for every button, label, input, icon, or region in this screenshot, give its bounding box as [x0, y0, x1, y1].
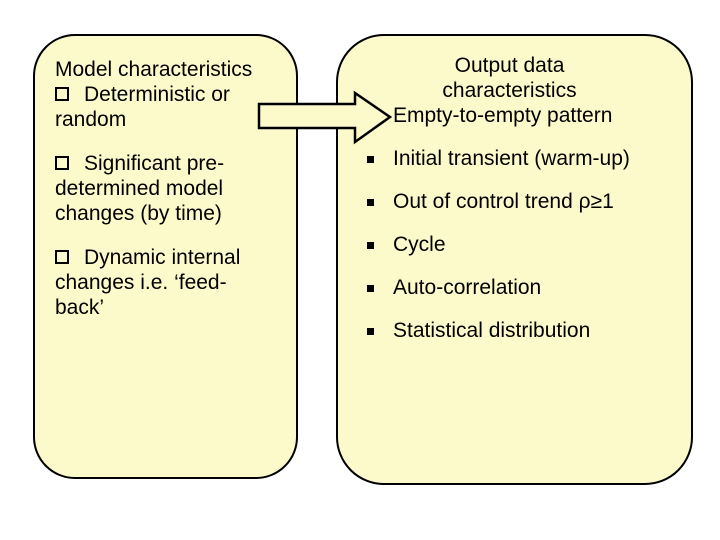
list-item: Significant pre- determined model change…: [55, 151, 284, 226]
list-item: Auto-correlation: [338, 275, 681, 300]
list-item: Deterministic or random: [55, 82, 284, 132]
list-item-text: Deterministic or random: [55, 83, 230, 131]
left-box-bullet-list: Deterministic or random Significant pre-…: [55, 82, 284, 320]
list-item: Cycle: [338, 232, 681, 257]
right-box-title: Output data characteristics: [442, 54, 577, 102]
checkbox-bullet-icon: [55, 87, 69, 101]
list-item: Initial transient (warm-up): [338, 146, 681, 171]
list-item: Out of control trend ρ≥1: [338, 189, 681, 214]
list-item-text: Auto-correlation: [393, 276, 542, 299]
output-data-characteristics-box: Output data characteristics Empty-to-emp…: [336, 34, 693, 485]
left-box-title: Model characteristics: [55, 58, 253, 81]
model-characteristics-box: Model characteristics Deterministic or r…: [33, 34, 298, 479]
list-item-text: Empty-to-empty pattern: [393, 104, 613, 127]
list-item-text: Statistical distribution: [393, 319, 591, 342]
list-item-text: Cycle: [393, 233, 446, 256]
square-bullet-icon: [367, 156, 374, 163]
right-box-bullet-list: Empty-to-empty pattern Initial transient…: [338, 103, 681, 343]
checkbox-bullet-icon: [55, 156, 69, 170]
list-item: Dynamic internal changes i.e. ‘feed- bac…: [55, 245, 284, 320]
list-item-text: Significant pre- determined model change…: [55, 152, 225, 225]
list-item-text: Dynamic internal changes i.e. ‘feed- bac…: [55, 246, 241, 319]
square-bullet-icon: [367, 328, 374, 335]
right-arrow-icon: [257, 90, 393, 145]
square-bullet-icon: [367, 242, 374, 249]
list-item-text: Out of control trend ρ≥1: [393, 190, 614, 213]
right-arrow-shape: [257, 90, 393, 145]
list-item: Statistical distribution: [338, 318, 681, 343]
square-bullet-icon: [367, 199, 374, 206]
square-bullet-icon: [367, 285, 374, 292]
list-item-text: Initial transient (warm-up): [393, 147, 630, 170]
checkbox-bullet-icon: [55, 250, 69, 264]
